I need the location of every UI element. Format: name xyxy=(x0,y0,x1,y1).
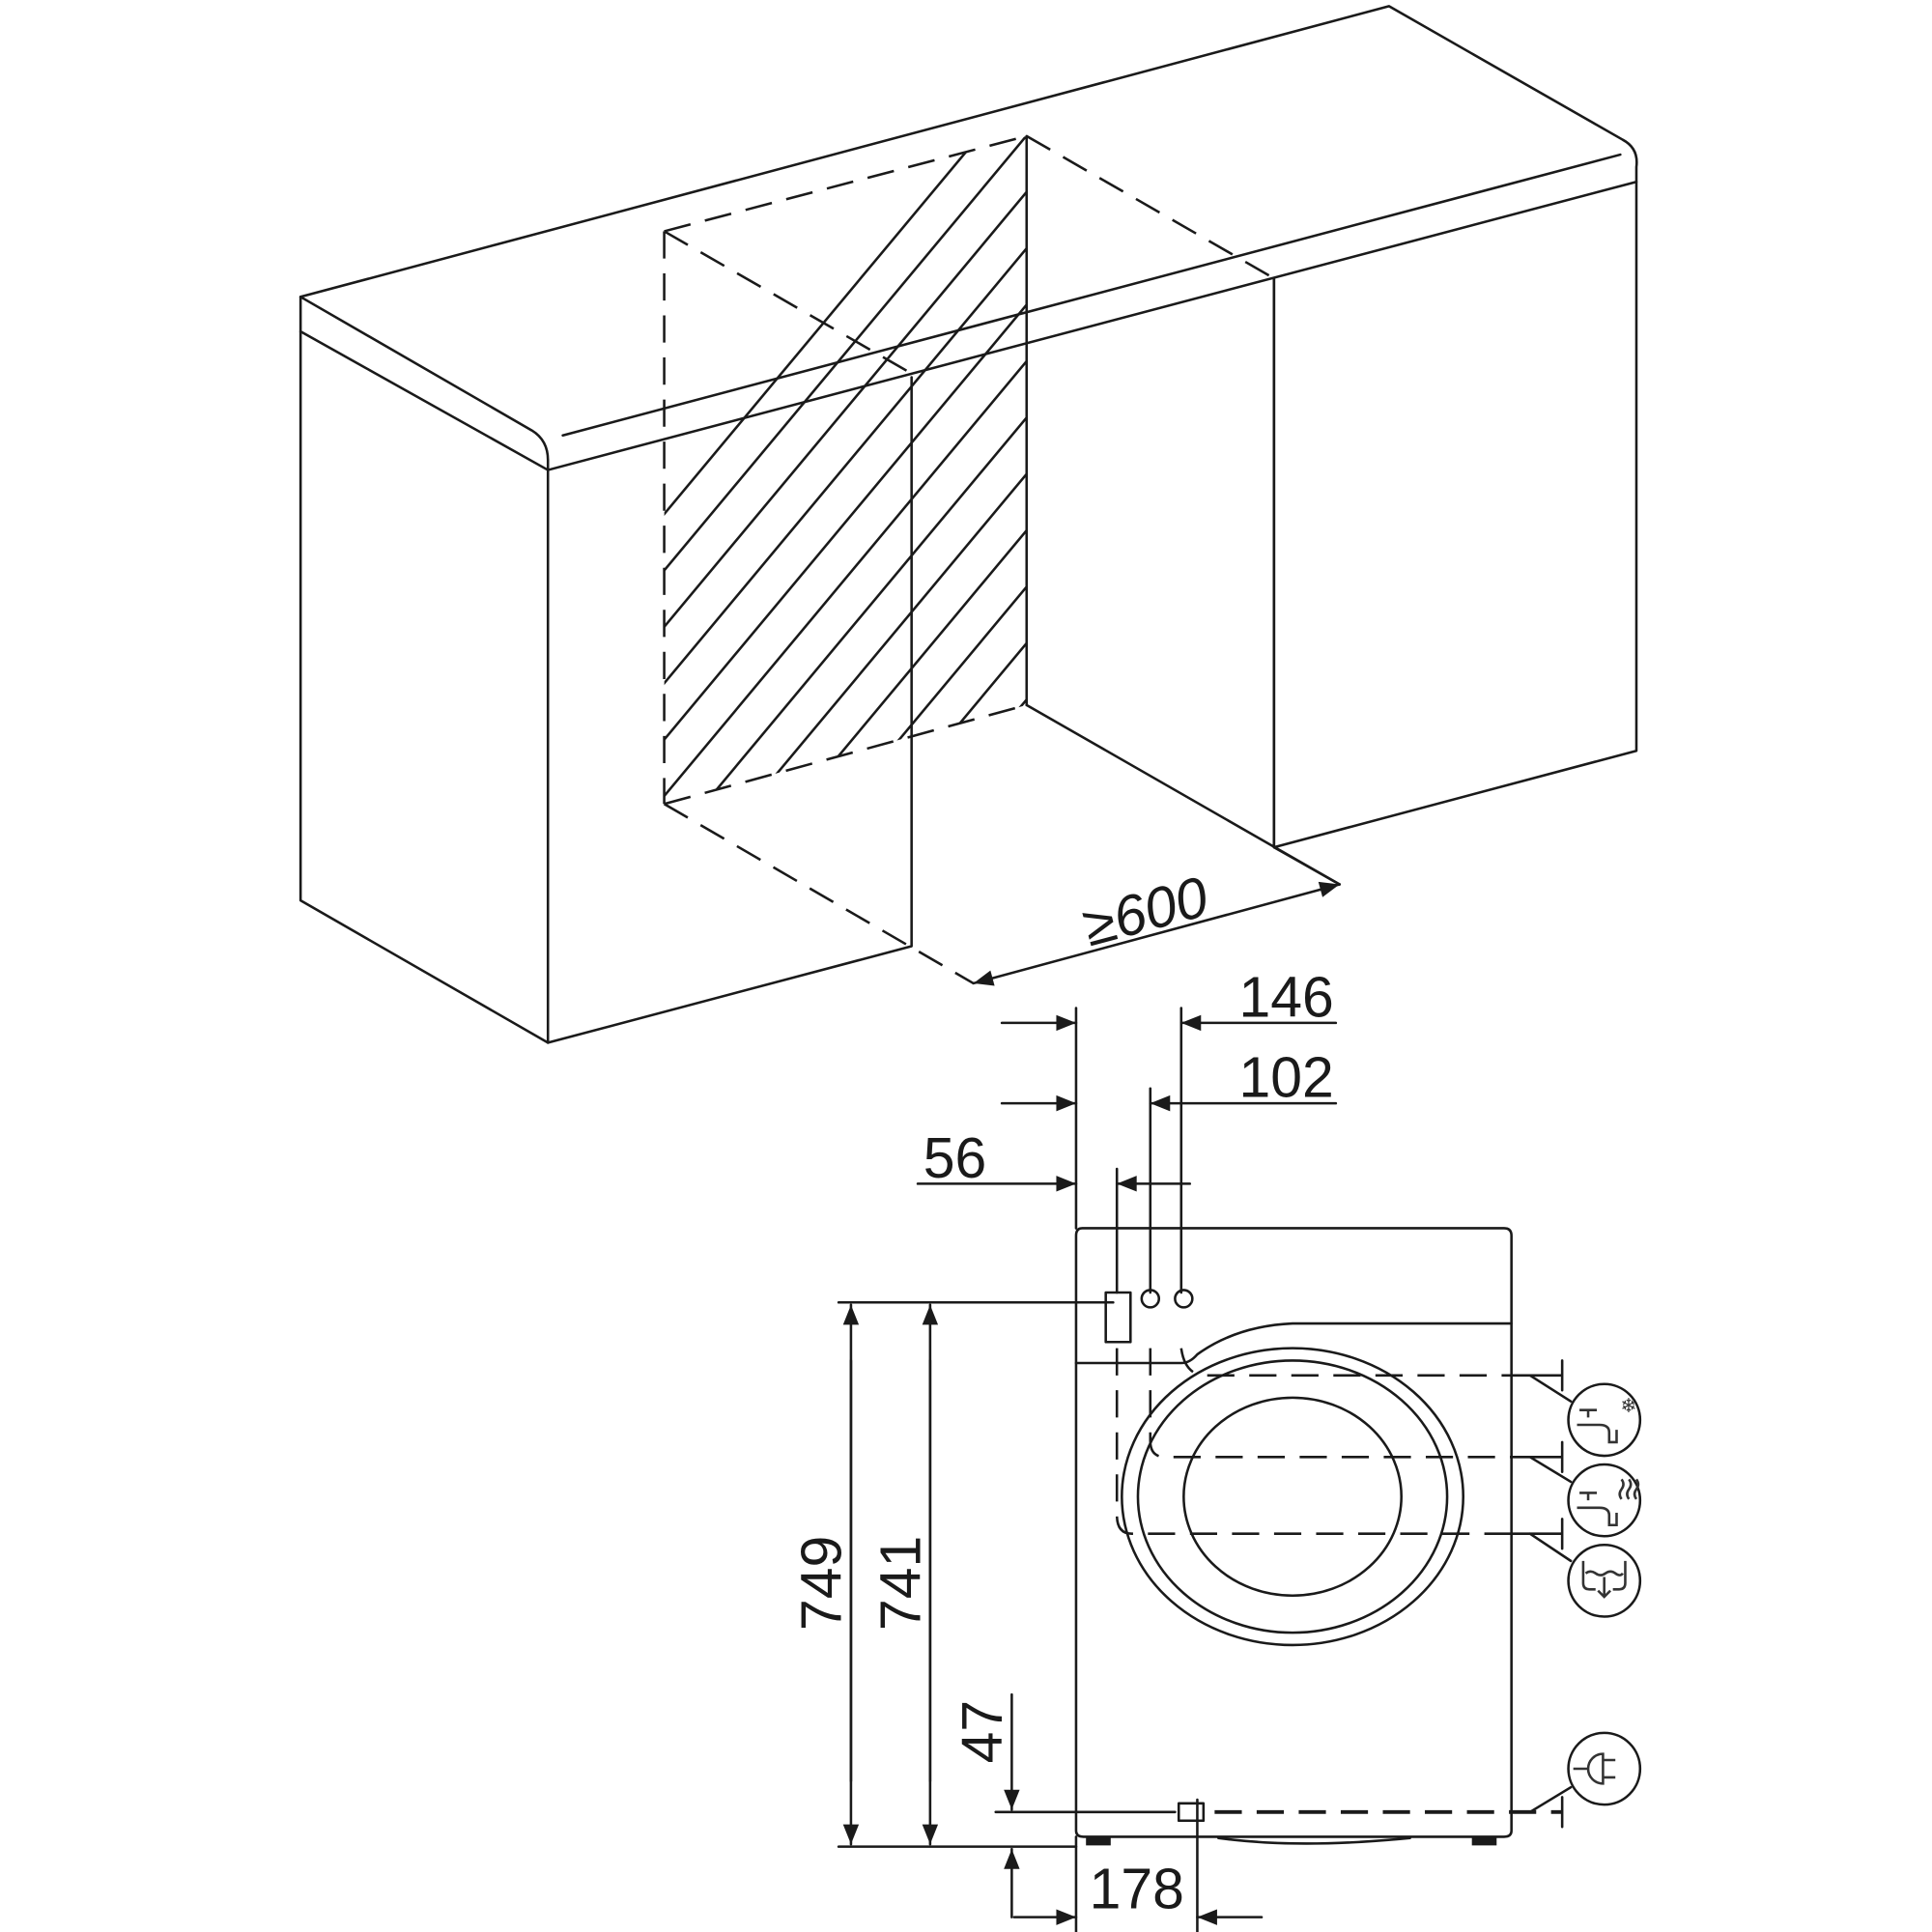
hatch-line xyxy=(887,135,1027,805)
hatch-line xyxy=(664,135,1027,805)
hatch-line xyxy=(664,135,1027,805)
hatch-line xyxy=(664,135,1027,805)
height-dimensions: 749 741 47 xyxy=(791,1300,1177,1918)
connection-offset-dimensions: 146 102 56 xyxy=(916,966,1338,1294)
bottom-offset-dimension: 178 xyxy=(1012,1798,1264,1932)
dim-102-label: 102 xyxy=(1239,1047,1334,1110)
hatch-line xyxy=(1217,124,1835,866)
niche-width-label: ≥600 xyxy=(1076,866,1214,959)
drain-icon xyxy=(1567,1543,1642,1618)
hatch-line xyxy=(1452,124,1932,866)
dim-56-label: 56 xyxy=(923,1127,987,1190)
hatch-line xyxy=(1076,124,1694,866)
cold-water-tap-icon: ❄ xyxy=(1567,1382,1642,1458)
hatch-line xyxy=(1406,124,1932,866)
hatch-line xyxy=(664,135,1027,805)
hatch-line xyxy=(980,135,1027,805)
cabinet-run xyxy=(298,5,1638,1044)
hatch-line xyxy=(664,135,991,805)
left-cabinet-side xyxy=(298,296,550,1044)
hatch-line xyxy=(1264,124,1883,866)
washing-machine xyxy=(1074,1227,1573,1846)
hatch-line xyxy=(839,135,1027,805)
dim-741-label: 741 xyxy=(870,1536,933,1631)
hatch-line xyxy=(698,135,1027,805)
niche-back-wall xyxy=(663,124,1932,985)
dim-178-label: 178 xyxy=(1090,1859,1184,1921)
hatch-line xyxy=(664,135,1027,805)
svg-text:❄: ❄ xyxy=(1620,1394,1636,1417)
dim-47-label: 47 xyxy=(952,1700,1014,1764)
hatch-line xyxy=(1029,124,1647,866)
hot-water-tap-icon xyxy=(1567,1463,1642,1538)
dim-146-label: 146 xyxy=(1239,966,1334,1029)
hatch-line xyxy=(1170,124,1788,866)
hatch-line xyxy=(746,135,1027,805)
dim-749-label: 749 xyxy=(791,1536,854,1631)
hatch-line xyxy=(664,135,1027,805)
countertop-outline xyxy=(298,5,1638,849)
power-plug-icon xyxy=(1567,1731,1642,1806)
hatch-line xyxy=(1358,124,1932,866)
